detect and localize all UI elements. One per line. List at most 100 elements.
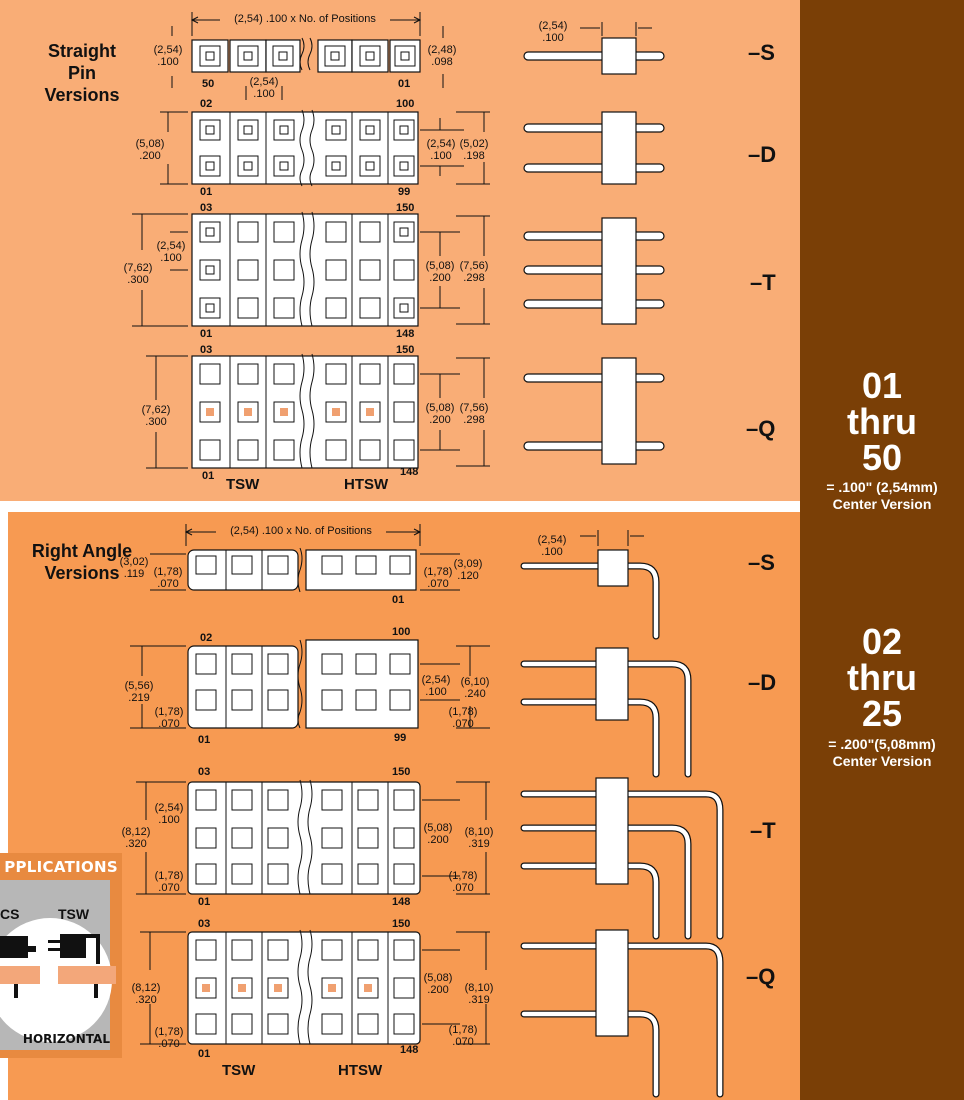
- right-angle-d-drawing: [130, 639, 490, 729]
- straight-q-r2-in: .298: [463, 414, 485, 426]
- ra-q-r3-in: .070: [452, 1036, 474, 1048]
- straight-s-bottom-in: .100: [253, 88, 275, 100]
- ra-t-r2-mm: (8,10): [464, 826, 494, 838]
- straight-heading: Straight Pin Versions: [44, 41, 120, 105]
- ra-q-r2-in: .319: [468, 994, 490, 1006]
- ra-s-r1-mm: (1,78): [423, 566, 453, 578]
- ra-d-r2-in: .240: [464, 688, 486, 700]
- straight-q-bot-right: 148: [400, 466, 419, 478]
- straight-q-l-mm: (7,62): [141, 404, 171, 416]
- ra-t-r3-mm: (1,78): [448, 870, 478, 882]
- straight-label-htsw: HTSW: [344, 476, 389, 493]
- applications-title: PPLICATIONS: [4, 858, 118, 876]
- straight-q-top-left: 03: [200, 344, 213, 356]
- straight-pitch-in: .100: [542, 32, 564, 44]
- suffix-t-straight: –T: [750, 270, 776, 295]
- ra-label-htsw: HTSW: [338, 1062, 383, 1079]
- ra-label-tsw: TSW: [222, 1062, 256, 1079]
- straight-s-left-in: .100: [157, 56, 179, 68]
- suffix-s-straight: –S: [748, 40, 775, 65]
- right-angle-pitch-mm: (2,54): [537, 534, 567, 546]
- ra-t-l2-in: .100: [158, 814, 180, 826]
- ra-s-r2-mm: (3,09): [453, 558, 483, 570]
- right-angle-t-drawing: [136, 779, 490, 895]
- ra-s-l1-mm: (3,02): [119, 556, 149, 568]
- suffix-t-right-angle: –T: [750, 818, 776, 843]
- applications-left-label: CS: [0, 906, 20, 922]
- ra-d-r2-mm: (6,10): [460, 676, 490, 688]
- straight-overall-dim: (2,54) .100 x No. of Positions: [220, 13, 390, 25]
- ra-q-l2-in: .070: [158, 1038, 180, 1050]
- ra-d-bot-right: 99: [394, 732, 407, 744]
- ra-q-r1-mm: (5,08): [423, 972, 453, 984]
- straight-t-drawing: [132, 211, 490, 327]
- straight-t-l1-mm: (7,62): [123, 262, 153, 274]
- straight-q-bot-left: 01: [202, 470, 215, 482]
- suffix-q-right-angle: –Q: [746, 964, 776, 989]
- range-top-end: 50: [861, 437, 903, 478]
- straight-label-tsw: TSW: [226, 476, 260, 493]
- range-top-thru: thru: [847, 401, 917, 442]
- straight-d-r1-in: .100: [430, 150, 452, 162]
- ra-t-l2-mm: (2,54): [154, 802, 184, 814]
- straight-s-bottom-mm: (2,54): [249, 76, 279, 88]
- right-angle-side-views: [520, 530, 724, 1098]
- straight-d-r1-mm: (2,54): [426, 138, 456, 150]
- straight-d-left-mm: (5,08): [135, 138, 165, 150]
- straight-t-bot-right: 148: [396, 328, 415, 340]
- suffix-s-right-angle: –S: [748, 550, 775, 575]
- right-angle-q-drawing: [140, 929, 490, 1045]
- ra-d-r1-mm: (2,54): [421, 674, 451, 686]
- ra-q-bot-left: 01: [198, 1048, 211, 1060]
- ra-t-l3-in: .070: [158, 882, 180, 894]
- ra-s-r1-in: .070: [427, 578, 449, 590]
- straight-t-r2-mm: (7,56): [459, 260, 489, 272]
- suffix-q-straight: –Q: [746, 416, 776, 441]
- ra-q-l2-mm: (1,78): [154, 1026, 184, 1038]
- straight-s-right-mm: (2,48): [427, 44, 457, 56]
- applications-footer: HORIZONTAL: [22, 1032, 110, 1046]
- ra-d-l1-in: .219: [128, 692, 150, 704]
- straight-q-top-right: 150: [396, 344, 415, 356]
- ra-t-r2-in: .319: [468, 838, 490, 850]
- ra-t-l1-in: .320: [125, 838, 147, 850]
- ra-t-l3-mm: (1,78): [154, 870, 184, 882]
- range-top-start: 01: [861, 365, 903, 406]
- ra-d-l2-in: .070: [158, 718, 180, 730]
- straight-d-left-in: .200: [139, 150, 161, 162]
- applications-right-label: TSW: [58, 906, 90, 922]
- straight-s-left-mm: (2,54): [153, 44, 183, 56]
- right-angle-heading: Right Angle Versions: [31, 541, 133, 583]
- ra-d-r3-in: .070: [452, 718, 474, 730]
- straight-t-l2-in: .100: [160, 252, 182, 264]
- ra-q-top-right: 150: [392, 918, 411, 930]
- ra-d-l1-mm: (5,56): [124, 680, 154, 692]
- straight-side-views: [523, 22, 665, 465]
- range-bottom-start: 02: [861, 621, 903, 662]
- straight-q-r1-in: .200: [429, 414, 451, 426]
- side-band: [800, 0, 964, 1100]
- ra-s-l1-in: .119: [123, 568, 145, 580]
- straight-t-r1-in: .200: [429, 272, 451, 284]
- ra-d-l2-mm: (1,78): [154, 706, 184, 718]
- ra-q-r2-mm: (8,10): [464, 982, 494, 994]
- range-bottom-thru: thru: [847, 657, 917, 698]
- ra-s-num-right: 01: [392, 594, 405, 606]
- ra-s-r2-in: .120: [457, 570, 479, 582]
- ra-q-r3-mm: (1,78): [448, 1024, 478, 1036]
- ra-d-top-right: 100: [392, 626, 411, 638]
- applications-illustration: [0, 918, 116, 1042]
- right-angle-pitch-in: .100: [541, 546, 563, 558]
- ra-d-bot-left: 01: [198, 734, 211, 746]
- ra-t-r3-in: .070: [452, 882, 474, 894]
- straight-d-r2-in: .198: [463, 150, 485, 162]
- straight-d-drawing: [160, 109, 490, 187]
- straight-t-r1-mm: (5,08): [425, 260, 455, 272]
- straight-d-top-right: 100: [396, 98, 415, 110]
- straight-t-top-left: 03: [200, 202, 213, 214]
- straight-d-bot-right: 99: [398, 186, 411, 198]
- straight-q-r1-mm: (5,08): [425, 402, 455, 414]
- ra-s-l2-mm: (1,78): [153, 566, 183, 578]
- straight-s-num-left: 50: [202, 78, 215, 90]
- ra-q-bot-right: 148: [400, 1044, 419, 1056]
